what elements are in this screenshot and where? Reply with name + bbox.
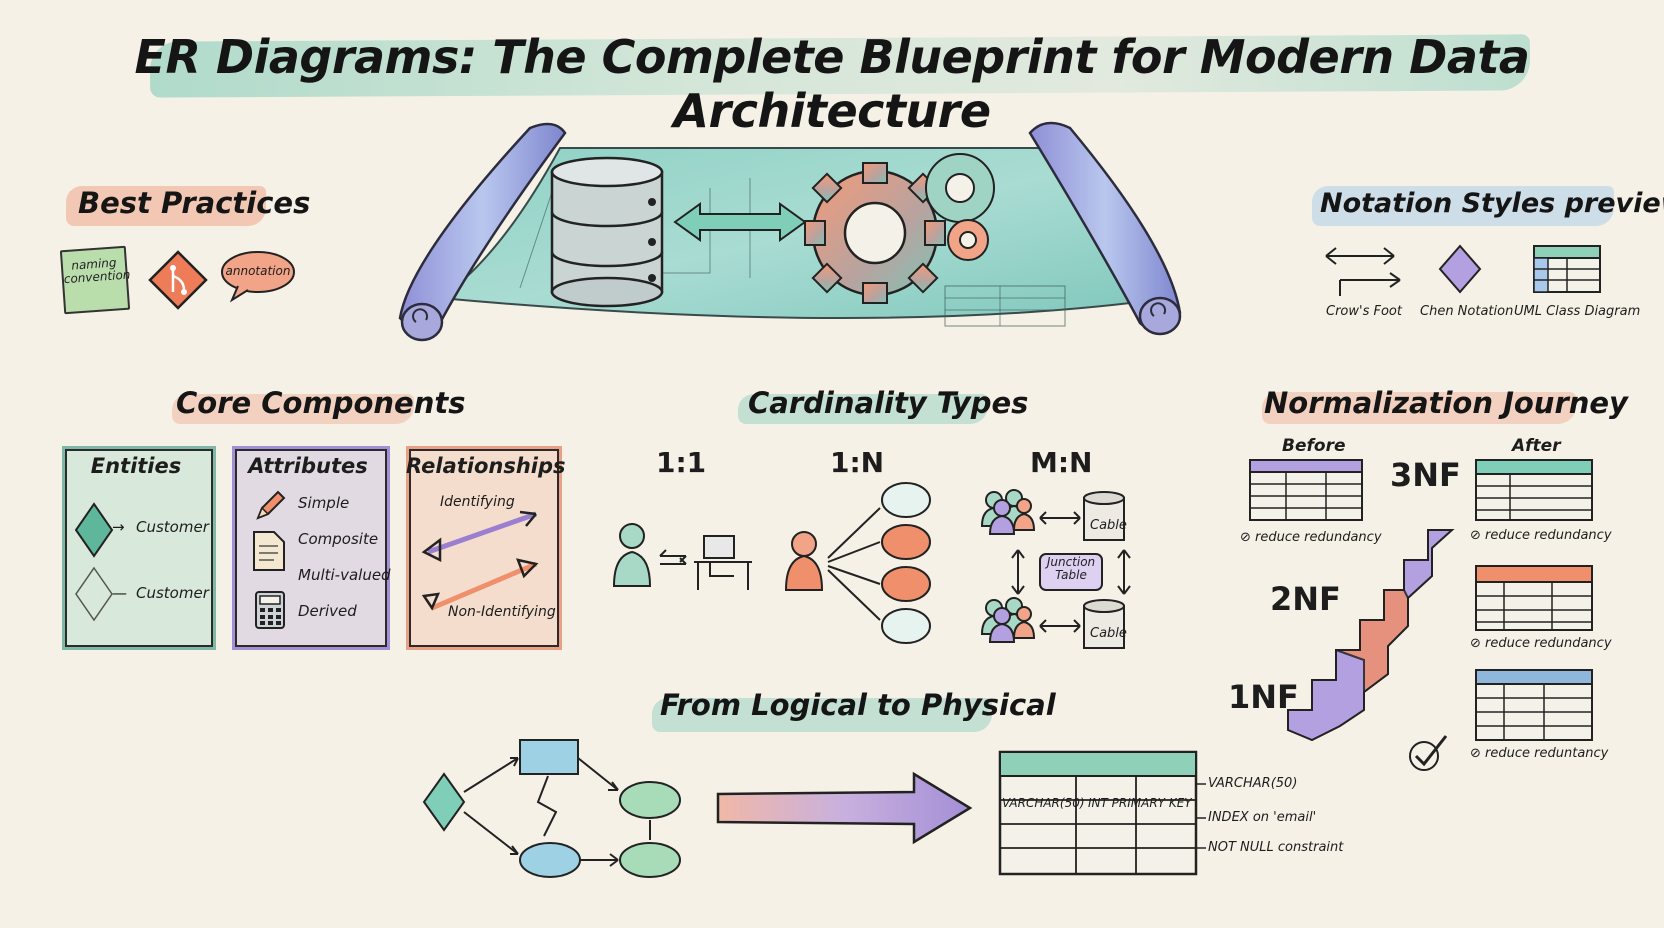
document-icon [253, 531, 285, 571]
gears-icon [804, 153, 995, 304]
physical-note-not-null: NOT NULL constraint [1208, 840, 1344, 855]
logical-highlight [652, 698, 992, 732]
calculator-icon [255, 591, 285, 629]
cardinality-heading: Cardinality Types [748, 386, 1029, 420]
logical-heading: From Logical to Physical [660, 688, 1056, 722]
note-leader-lines [1196, 783, 1206, 849]
after-2-reduce-text: reduce redundancy [1485, 636, 1612, 651]
notation-label-uml: UML Class Diagram [1514, 304, 1641, 319]
physical-note-varchar: VARCHAR(50) [1208, 776, 1298, 791]
after-2-reduce-note: ⊘ reduce redundancy [1470, 636, 1612, 651]
best-practices-highlight [66, 186, 266, 226]
after-1-reduce-note: ⊘ reduce redundancy [1470, 528, 1612, 543]
relationship-item-identifying: Identifying [440, 494, 515, 510]
chen-diamond-icon [1438, 244, 1482, 294]
sticky-note-text: naming convention [63, 255, 131, 287]
big-check-icon [1409, 735, 1448, 771]
after-3-reduce-note: ⊘ reduce reduntancy [1470, 746, 1608, 761]
after-3-reduce-text: reduce reduntancy [1485, 746, 1609, 761]
cardinality-m-n: M:N [1030, 446, 1093, 479]
database-icon [550, 156, 664, 308]
one-to-many-diagram [784, 482, 931, 644]
physical-col-int-pk: INT PRIMARY KEY [1088, 796, 1192, 810]
normalization-staircase [1287, 529, 1455, 742]
speech-bubble-icon [221, 251, 295, 303]
attribute-item-derived: Derived [298, 602, 357, 620]
before-table-icon [1249, 459, 1363, 521]
page-title: ER Diagrams: The Complete Blueprint for … [134, 30, 1530, 138]
cardinality-1-n: 1:N [830, 446, 885, 479]
after-table-2-icon [1475, 565, 1593, 631]
core-heading: Core Components [176, 386, 466, 420]
entity-dash-icon: — [112, 584, 127, 602]
attributes-label: Attributes [248, 454, 368, 478]
normalization-highlight [1262, 392, 1576, 424]
physical-table-icon [998, 750, 1198, 876]
entities-label: Entities [90, 454, 182, 478]
after-table-1-icon [1475, 459, 1593, 521]
entity-item-2: Customer [136, 584, 209, 602]
speech-bubble-text: annotation [225, 264, 291, 278]
before-reduce-text: reduce redundancy [1255, 530, 1382, 545]
entity-diamond-filled-icon [74, 502, 114, 558]
level-1nf: 1NF [1228, 678, 1299, 716]
level-2nf: 2NF [1270, 580, 1341, 618]
cardinality-highlight [738, 394, 988, 424]
cable-db-bottom-label: Cable [1090, 626, 1127, 641]
entity-item-1: Customer [136, 518, 209, 536]
entity-arrow-icon: → [112, 518, 125, 536]
after-table-3-icon [1475, 669, 1593, 741]
check-icon: ⊘ [1240, 530, 1256, 545]
cable-db-top-label: Cable [1090, 518, 1127, 533]
hero-blueprint-scroll [398, 121, 1182, 342]
entity-diamond-outline-icon [75, 566, 113, 622]
normalization-heading: Normalization Journey [1264, 386, 1628, 420]
check-icon: ⊘ [1470, 528, 1486, 543]
attribute-item-simple: Simple [298, 494, 350, 512]
notation-highlight [1312, 186, 1614, 226]
sticky-note-icon: naming convention [59, 245, 131, 315]
notation-label-crows-foot: Crow's Foot [1326, 304, 1402, 319]
transform-arrow-icon [716, 771, 973, 845]
junction-table-label: Junction Table [1046, 555, 1096, 582]
check-icon: ⊘ [1470, 636, 1486, 651]
physical-col-varchar: VARCHAR(50) [1002, 796, 1085, 810]
core-highlight [172, 394, 414, 424]
best-practices-heading: Best Practices [78, 186, 311, 220]
one-to-one-diagram [612, 523, 752, 590]
notation-heading: Notation Styles preview [1320, 188, 1664, 219]
normalization-before-label: Before [1282, 436, 1346, 456]
many-to-many-diagram [980, 489, 1131, 649]
level-3nf: 3NF [1390, 456, 1461, 494]
git-branch-icon [148, 250, 208, 310]
check-icon: ⊘ [1470, 746, 1486, 761]
before-reduce-note: ⊘ reduce redundancy [1240, 530, 1382, 545]
cardinality-1-1: 1:1 [656, 446, 707, 479]
uml-class-icon [1533, 245, 1601, 293]
logical-model-diagram [422, 739, 681, 878]
attribute-item-multivalued: Multi-valued [298, 566, 391, 584]
relationship-arrows-icon [421, 510, 539, 611]
pencil-icon [256, 490, 286, 520]
crows-foot-icon [1325, 247, 1401, 296]
after-1-reduce-text: reduce redundancy [1485, 528, 1612, 543]
attribute-item-composite: Composite [298, 530, 379, 548]
physical-note-index: INDEX on 'email' [1208, 810, 1317, 825]
relationships-label: Relationships [406, 454, 566, 478]
relationship-item-non-identifying: Non-Identifying [448, 604, 556, 620]
normalization-after-label: After [1512, 436, 1561, 456]
notation-label-chen: Chen Notation [1420, 304, 1514, 319]
